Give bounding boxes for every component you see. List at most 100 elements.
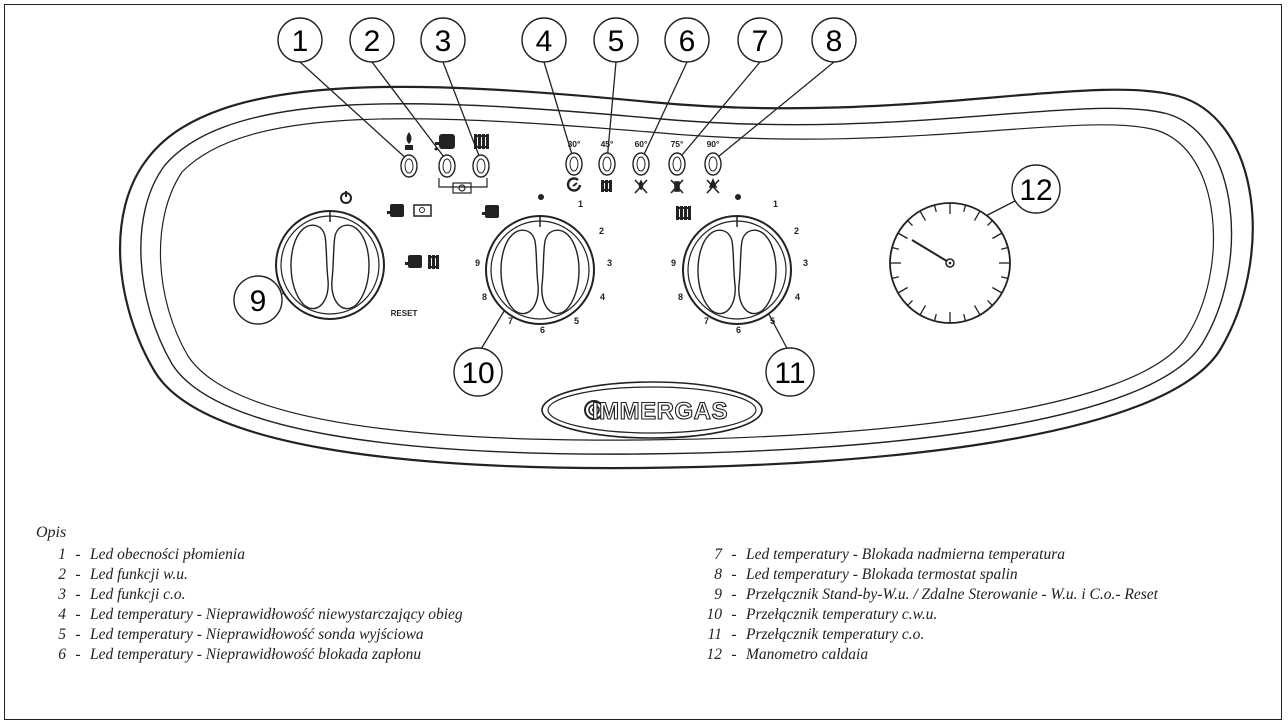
svg-text:5: 5 — [574, 316, 579, 326]
callout-3: 3 — [420, 17, 466, 63]
led-temp-45 — [598, 152, 616, 176]
callouts-top: 1 2 3 4 5 6 7 8 — [277, 17, 857, 63]
callout-5: 5 — [593, 17, 639, 63]
brand-name: IMMERGAS — [592, 398, 728, 425]
timer-icon — [452, 182, 472, 194]
pressure-gauge — [889, 202, 1011, 324]
callout-7: 7 — [737, 17, 783, 63]
svg-text:4: 4 — [795, 292, 800, 302]
svg-text:6: 6 — [736, 325, 741, 335]
circulation-fault-icon — [566, 177, 582, 192]
svg-text:6: 6 — [540, 325, 545, 335]
svg-text:75°: 75° — [671, 139, 684, 149]
svg-text:9: 9 — [475, 258, 480, 268]
gauge-tick — [891, 246, 899, 250]
svg-text:90°: 90° — [707, 139, 720, 149]
dhw-dial-scale: 1 2 3 4 5 6 7 8 9 — [475, 199, 612, 335]
mode-selector-knob[interactable] — [275, 210, 385, 320]
gauge-tick — [992, 286, 1003, 294]
led-row — [400, 152, 722, 178]
legend-item: 1-Led obecności płomienia — [58, 546, 245, 563]
flue-thermostat-icon — [706, 177, 720, 194]
svg-text:8: 8 — [678, 292, 683, 302]
svg-text:4: 4 — [600, 292, 605, 302]
ch-temperature-knob[interactable] — [682, 215, 792, 325]
svg-text:3: 3 — [435, 25, 452, 58]
dhw-min-dot — [538, 194, 544, 200]
panel-outline-inner — [140, 103, 1233, 455]
gauge-tick — [973, 210, 981, 221]
legend-item: 7-Led temperatury - Blokada nadmierna te… — [714, 546, 1065, 563]
callout-4: 4 — [521, 17, 567, 63]
svg-text:11: 11 — [774, 357, 805, 390]
dhw-ch-icon — [405, 255, 439, 269]
legend-item: 8-Led temperatury - Blokada termostat sp… — [714, 566, 1018, 583]
callout-11: 11 — [765, 347, 815, 397]
legend-item: 2-Led funkcji w.u. — [58, 566, 188, 583]
dhw-remote-icon — [387, 204, 432, 217]
svg-text:3: 3 — [803, 258, 808, 268]
svg-text:2: 2 — [599, 226, 604, 236]
standby-icon — [340, 191, 352, 204]
svg-text:9: 9 — [671, 258, 676, 268]
legend-right-column: 7-Led temperatury - Blokada nadmierna te… — [692, 545, 1262, 665]
legend-item: 10-Przełącznik temperatury c.w.u. — [706, 606, 938, 623]
panel-face — [159, 118, 1215, 441]
led-flame — [400, 154, 418, 178]
callout-8: 8 — [811, 17, 857, 63]
svg-text:8: 8 — [482, 292, 487, 302]
dhw-temperature-knob[interactable] — [485, 215, 595, 325]
gauge-tick — [992, 232, 1003, 240]
diagram-frame — [4, 4, 1282, 720]
ch-dial-scale: 1 2 3 4 5 6 7 8 9 — [671, 199, 808, 335]
legend-item: 12-Manometro caldaia — [706, 646, 869, 663]
svg-text:6: 6 — [679, 25, 696, 58]
gauge-tick — [891, 276, 899, 280]
overheat-lock-icon — [670, 179, 684, 194]
svg-text:4: 4 — [536, 25, 553, 58]
svg-text:5: 5 — [608, 25, 625, 58]
legend-item: 6-Led temperatury - Nieprawidłowość blok… — [58, 646, 422, 663]
svg-text:60°: 60° — [635, 139, 648, 149]
legend-item: 9-Przełącznik Stand-by-W.u. / Zdalne Ste… — [714, 586, 1158, 603]
probe-fault-icon — [601, 180, 612, 192]
legend-item: 5-Led temperatury - Nieprawidłowość sond… — [58, 626, 424, 643]
gauge-tick — [963, 314, 967, 322]
gauge-tick — [897, 232, 908, 240]
svg-text:1: 1 — [773, 199, 778, 209]
panel-outline-outer — [118, 85, 1254, 470]
radiator-icon — [474, 134, 489, 149]
callout-9: 9 — [233, 275, 283, 325]
gauge-tick — [919, 305, 927, 316]
gauge-needle — [911, 239, 951, 264]
gauge-tick — [1001, 276, 1009, 280]
led-temp-30 — [565, 152, 583, 176]
dhw-tap-icon — [482, 205, 499, 218]
svg-text:45°: 45° — [601, 139, 614, 149]
callout-6: 6 — [664, 17, 710, 63]
led-ch — [472, 154, 490, 178]
gauge-tick — [987, 220, 993, 226]
gauge-tick — [1001, 246, 1009, 250]
gauge-tick — [987, 300, 993, 306]
legend-item: 4-Led temperatury - Nieprawidłowość niew… — [58, 606, 463, 623]
svg-text:7: 7 — [704, 316, 709, 326]
ignition-lock-icon — [634, 179, 648, 194]
svg-text:9: 9 — [250, 285, 267, 318]
callout-12: 12 — [1011, 164, 1061, 214]
brand-plate: IMMERGAS — [541, 381, 763, 439]
temp-labels: 30° 45° 60° 75° 90° — [568, 139, 720, 149]
svg-text:1: 1 — [578, 199, 583, 209]
svg-text:1: 1 — [292, 25, 309, 58]
svg-text:8: 8 — [826, 25, 843, 58]
led-temp-90 — [704, 152, 722, 176]
legend-title: Opis — [36, 524, 67, 541]
svg-text:3: 3 — [607, 258, 612, 268]
legend-item: 3-Led funkcji c.o. — [58, 586, 186, 603]
svg-text:7: 7 — [752, 25, 769, 58]
gauge-tick — [973, 305, 981, 316]
svg-text:2: 2 — [794, 226, 799, 236]
legend-item: 11-Przełącznik temperatury c.o. — [707, 626, 925, 643]
gauge-tick — [897, 286, 908, 294]
